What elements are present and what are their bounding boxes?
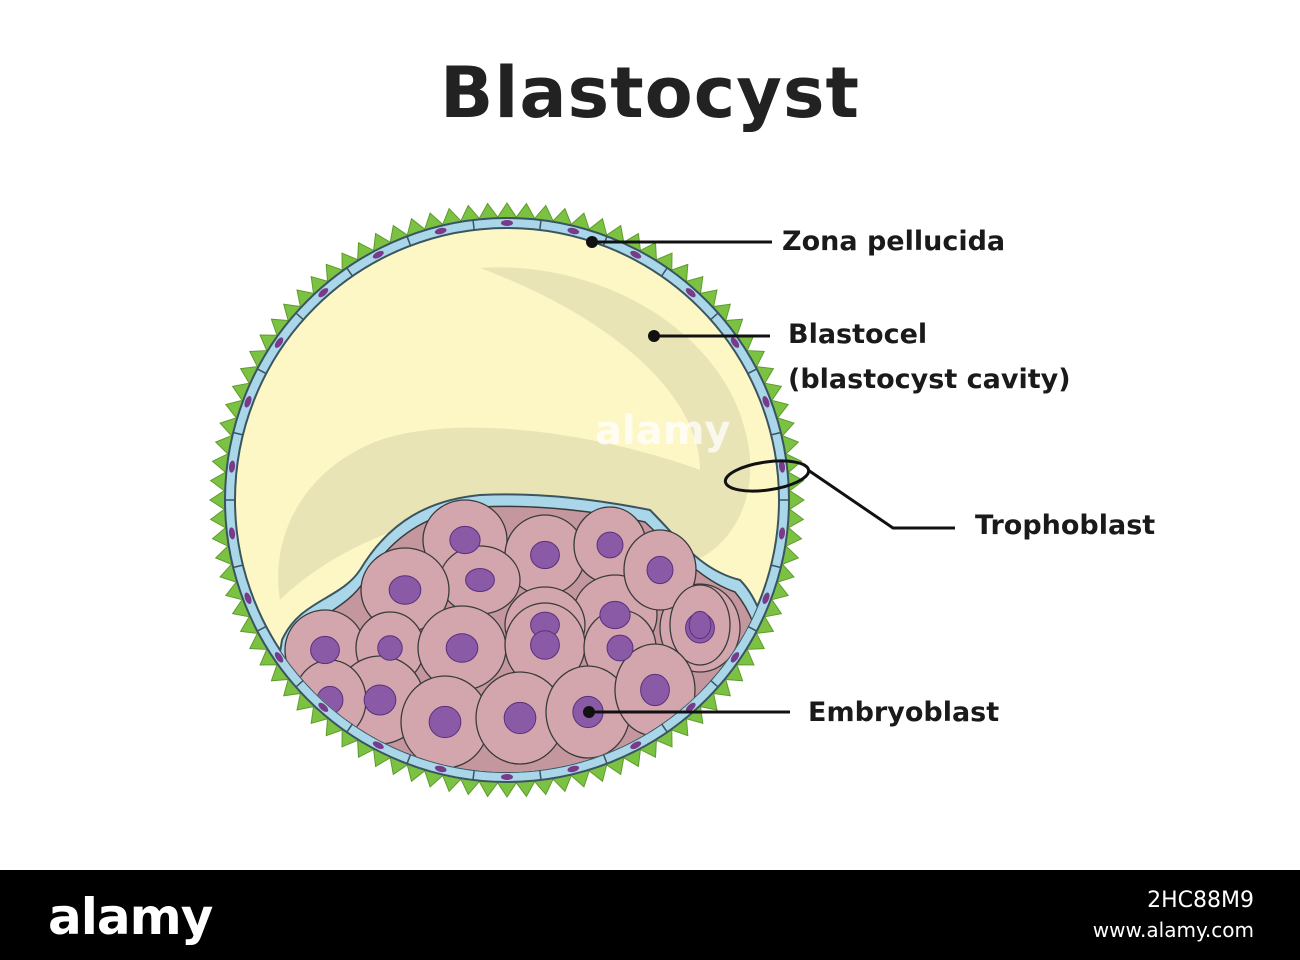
embryoblast-nucleus — [530, 540, 560, 570]
trophoblast-nucleus — [778, 460, 786, 473]
trophoblast-nucleus — [501, 220, 513, 226]
label-embryoblast: Embryoblast — [808, 697, 1000, 728]
trophoblast-nucleus — [434, 765, 447, 773]
embryoblast-nucleus — [445, 633, 479, 663]
label-trophoblast: Trophoblast — [975, 510, 1156, 541]
trophoblast-cell-divider — [256, 368, 267, 375]
footer-url: www.alamy.com — [1092, 918, 1254, 942]
trophoblast-cell-divider — [346, 723, 354, 733]
blastocyst-illustration — [209, 202, 955, 798]
trophoblast-cell-divider — [295, 679, 304, 688]
trophoblast-nucleus — [630, 741, 642, 750]
trophoblast-nucleus — [730, 337, 740, 348]
embryoblast-nucleus — [606, 634, 634, 662]
trophoblast-cell-divider — [539, 769, 542, 781]
trophoblast-nucleus — [501, 774, 513, 780]
trophoblast-nucleus — [567, 227, 580, 235]
trophoblast-cell-divider — [472, 219, 475, 231]
embryoblast-nucleus — [363, 684, 397, 716]
trophoblast-nucleus — [274, 337, 284, 348]
watermark: alamy — [595, 408, 731, 454]
trophoblast-cell-divider — [770, 564, 781, 569]
trophoblast-cell-divider — [539, 219, 542, 231]
trophoblast-cell-divider — [406, 236, 412, 246]
trophoblast-nucleus — [318, 702, 329, 712]
trophoblast-cell-divider — [295, 312, 304, 321]
trophoblast-nucleus — [730, 652, 740, 663]
footer-image-id: 2HC88M9 — [1147, 888, 1254, 913]
trophoblast-cell-divider — [346, 267, 354, 277]
trophoblast-nucleus — [318, 288, 329, 298]
trophoblast-nucleus — [228, 527, 236, 540]
embryoblast-nucleus — [428, 705, 462, 739]
embryoblast-nucleus — [640, 673, 670, 707]
label-zona-pellucida: Zona pellucida — [782, 226, 1006, 257]
trophoblast-nucleus — [762, 592, 770, 604]
embryoblast-nucleus — [503, 701, 537, 735]
embryoblast-nucleus — [530, 630, 560, 660]
embryoblast-nucleus — [377, 635, 403, 661]
trophoblast-leader-line — [807, 468, 955, 530]
trophoblast-cell-divider — [747, 368, 758, 375]
embryoblast-nucleus — [388, 575, 422, 605]
embryoblast-cells — [284, 499, 741, 769]
trophoblast-cell-divider — [472, 769, 475, 781]
trophoblast-cell-divider — [233, 431, 244, 436]
trophoblast-cell-divider — [406, 754, 412, 764]
embryoblast-nucleus — [310, 635, 340, 665]
footer-bar: alamy 2HC88M9 www.alamy.com — [0, 870, 1300, 960]
trophoblast-nucleus — [685, 702, 696, 712]
trophoblast-nucleus — [228, 460, 236, 473]
footer-logo: alamy — [48, 888, 213, 946]
trophoblast-nucleus — [372, 250, 384, 259]
trophoblast-cell-divider — [660, 723, 668, 733]
trophoblast-nucleus — [762, 396, 770, 408]
trophoblast-nucleus — [630, 250, 642, 259]
label-blastocel-sub: (blastocyst cavity) — [788, 364, 1071, 395]
trophoblast-cell-divider — [710, 679, 719, 688]
label-blastocel: Blastocel — [788, 319, 928, 350]
trophoblast-cell-divider — [747, 625, 758, 632]
trophoblast-cells — [225, 219, 789, 781]
trophoblast-cell-divider — [233, 564, 244, 569]
trophoblast-nucleus — [778, 527, 786, 540]
trophoblast-cell-divider — [256, 625, 267, 632]
trophoblast-nucleus — [244, 396, 252, 408]
diagram-title: Blastocyst — [439, 52, 861, 134]
embryoblast-nucleus — [596, 531, 624, 559]
embryoblast-nucleus — [599, 600, 631, 630]
embryoblast-nucleus — [646, 555, 674, 585]
trophoblast-nucleus — [434, 227, 447, 235]
embryoblast-nucleus — [688, 610, 712, 640]
trophoblast-nucleus — [244, 592, 252, 604]
trophoblast-cell-divider — [602, 754, 608, 764]
trophoblast-nucleus — [567, 765, 580, 773]
trophoblast-nucleus — [685, 288, 696, 298]
trophoblast-nucleus — [372, 741, 384, 750]
embryoblast-nucleus — [449, 525, 481, 555]
trophoblast-cell-divider — [660, 267, 668, 277]
trophoblast-cell-divider — [770, 431, 781, 436]
embryoblast-nucleus — [465, 567, 495, 593]
trophoblast-cell-divider — [710, 312, 719, 321]
trophoblast-nucleus — [274, 652, 284, 663]
